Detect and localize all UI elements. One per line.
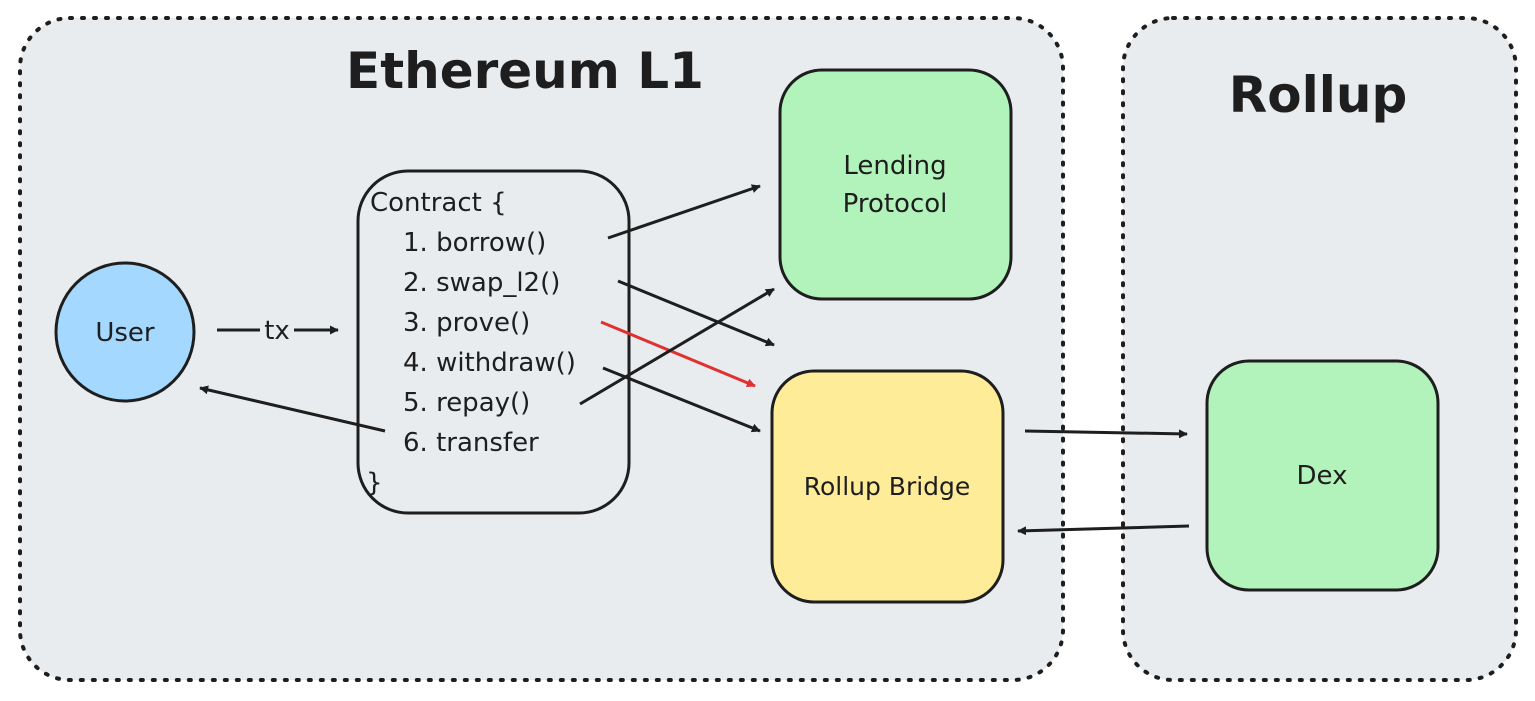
contract-close: } <box>366 468 383 498</box>
contract-step: 1. borrow() <box>403 228 546 258</box>
tx-label-bg <box>260 313 294 345</box>
transfer-arrow <box>199 385 386 433</box>
user-node <box>54 261 196 403</box>
withdraw-arrow <box>602 366 761 433</box>
bridge-to-dex-arrow <box>1024 429 1188 439</box>
contract-step: 4. withdraw() <box>403 348 576 378</box>
dex-node <box>1205 359 1440 592</box>
rollup-bridge-node <box>770 369 1005 604</box>
contract-box <box>356 169 631 515</box>
user-label: User <box>95 318 155 348</box>
repay-arrow <box>579 287 775 406</box>
contract-step: 3. prove() <box>403 308 530 338</box>
lending-protocol-label-line1: Lending <box>843 151 946 181</box>
lending-protocol-node <box>778 68 1013 301</box>
dex-to-bridge-arrow <box>1017 524 1190 536</box>
contract-open: Contract { <box>370 188 507 218</box>
ethereum-l1-title: Ethereum L1 <box>346 42 704 100</box>
prove-arrow <box>600 320 756 388</box>
rollup-bridge-label: Rollup Bridge <box>804 472 971 501</box>
contract-step: 5. repay() <box>403 388 530 418</box>
contract-step: 2. swap_l2() <box>403 268 560 298</box>
rollup-title: Rollup <box>1229 66 1408 124</box>
contract-code: Contract { 1. borrow() 2. swap_l2() 3. p… <box>366 188 576 498</box>
borrow-arrow <box>607 184 761 240</box>
lending-protocol-label-line2: Protocol <box>843 189 948 219</box>
tx-label: tx <box>264 316 290 346</box>
dex-label: Dex <box>1297 461 1348 491</box>
contract-step: 6. transfer <box>403 428 539 458</box>
swap-l2-arrow <box>617 279 775 347</box>
